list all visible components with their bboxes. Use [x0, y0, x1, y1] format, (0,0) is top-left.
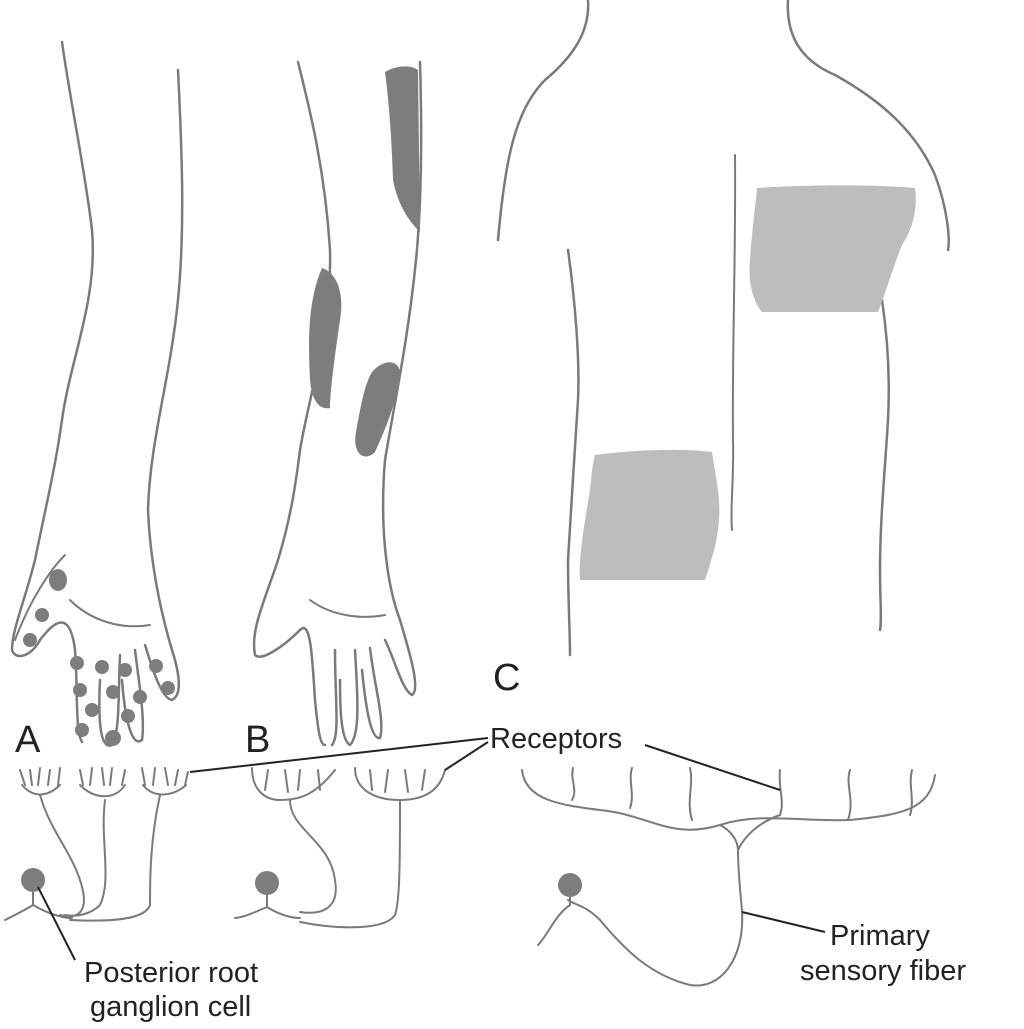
ganglion-label-line2: ganglion cell	[90, 991, 251, 1023]
leader-lines	[37, 737, 826, 961]
receptors-label: Receptors	[490, 723, 622, 755]
torso-c-receptive-fields	[579, 185, 916, 580]
torso-c	[496, 0, 950, 657]
nerve-diagram-a	[4, 767, 189, 922]
ganglion-label-line1: Posterior root	[84, 957, 258, 989]
arm-b-receptive-fields	[309, 66, 420, 457]
panel-label-a: A	[15, 719, 41, 761]
arm-a-receptive-spots	[23, 569, 175, 746]
fiber-label-line2: sensory fiber	[800, 955, 966, 987]
nerve-diagram-c	[521, 767, 936, 987]
panel-label-b: B	[245, 719, 270, 761]
nerve-diagram-b	[234, 767, 446, 929]
fiber-label-line1: Primary	[830, 920, 930, 952]
arm-a	[10, 40, 184, 747]
panel-label-c: C	[493, 657, 520, 699]
